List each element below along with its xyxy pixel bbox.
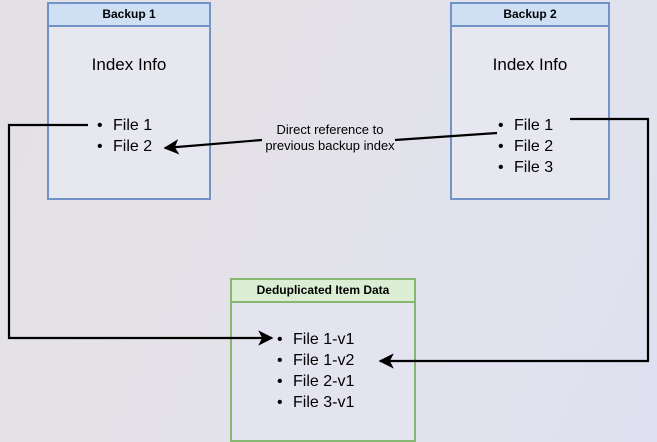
node-backup-2[interactable]: Backup 2 Index Info File 1 File 2 File 3 <box>450 2 610 200</box>
node-backup-2-header: Backup 2 <box>452 4 608 27</box>
node-deduplicated-body: File 1-v1 File 1-v2 File 2-v1 File 3-v1 <box>232 303 414 440</box>
list-item: File 2-v1 <box>277 371 354 392</box>
list-item: File 1-v2 <box>277 350 354 371</box>
list-item: File 1-v1 <box>277 329 354 350</box>
node-backup-2-body: Index Info File 1 File 2 File 3 <box>452 27 608 198</box>
node-deduplicated-file-list: File 1-v1 File 1-v2 File 2-v1 File 3-v1 <box>277 329 354 413</box>
node-backup-1-file-list: File 1 File 2 <box>97 115 152 157</box>
list-item: File 2 <box>498 136 553 157</box>
node-backup-1[interactable]: Backup 1 Index Info File 1 File 2 <box>47 2 211 200</box>
node-backup-2-subtitle: Index Info <box>492 55 568 74</box>
node-backup-1-header: Backup 1 <box>49 4 209 27</box>
node-deduplicated-item-data[interactable]: Deduplicated Item Data File 1-v1 File 1-… <box>230 278 416 442</box>
node-deduplicated-header: Deduplicated Item Data <box>232 280 414 303</box>
list-item: File 1 <box>498 115 553 136</box>
list-item: File 2 <box>97 136 152 157</box>
list-item: File 1 <box>97 115 152 136</box>
edge-label-direct-reference: Direct reference to previous backup inde… <box>265 122 395 153</box>
node-backup-2-file-list: File 1 File 2 File 3 <box>498 115 553 178</box>
node-backup-1-body: Index Info File 1 File 2 <box>49 27 209 198</box>
list-item: File 3-v1 <box>277 392 354 413</box>
list-item: File 3 <box>498 157 553 178</box>
node-backup-1-subtitle: Index Info <box>91 55 167 74</box>
